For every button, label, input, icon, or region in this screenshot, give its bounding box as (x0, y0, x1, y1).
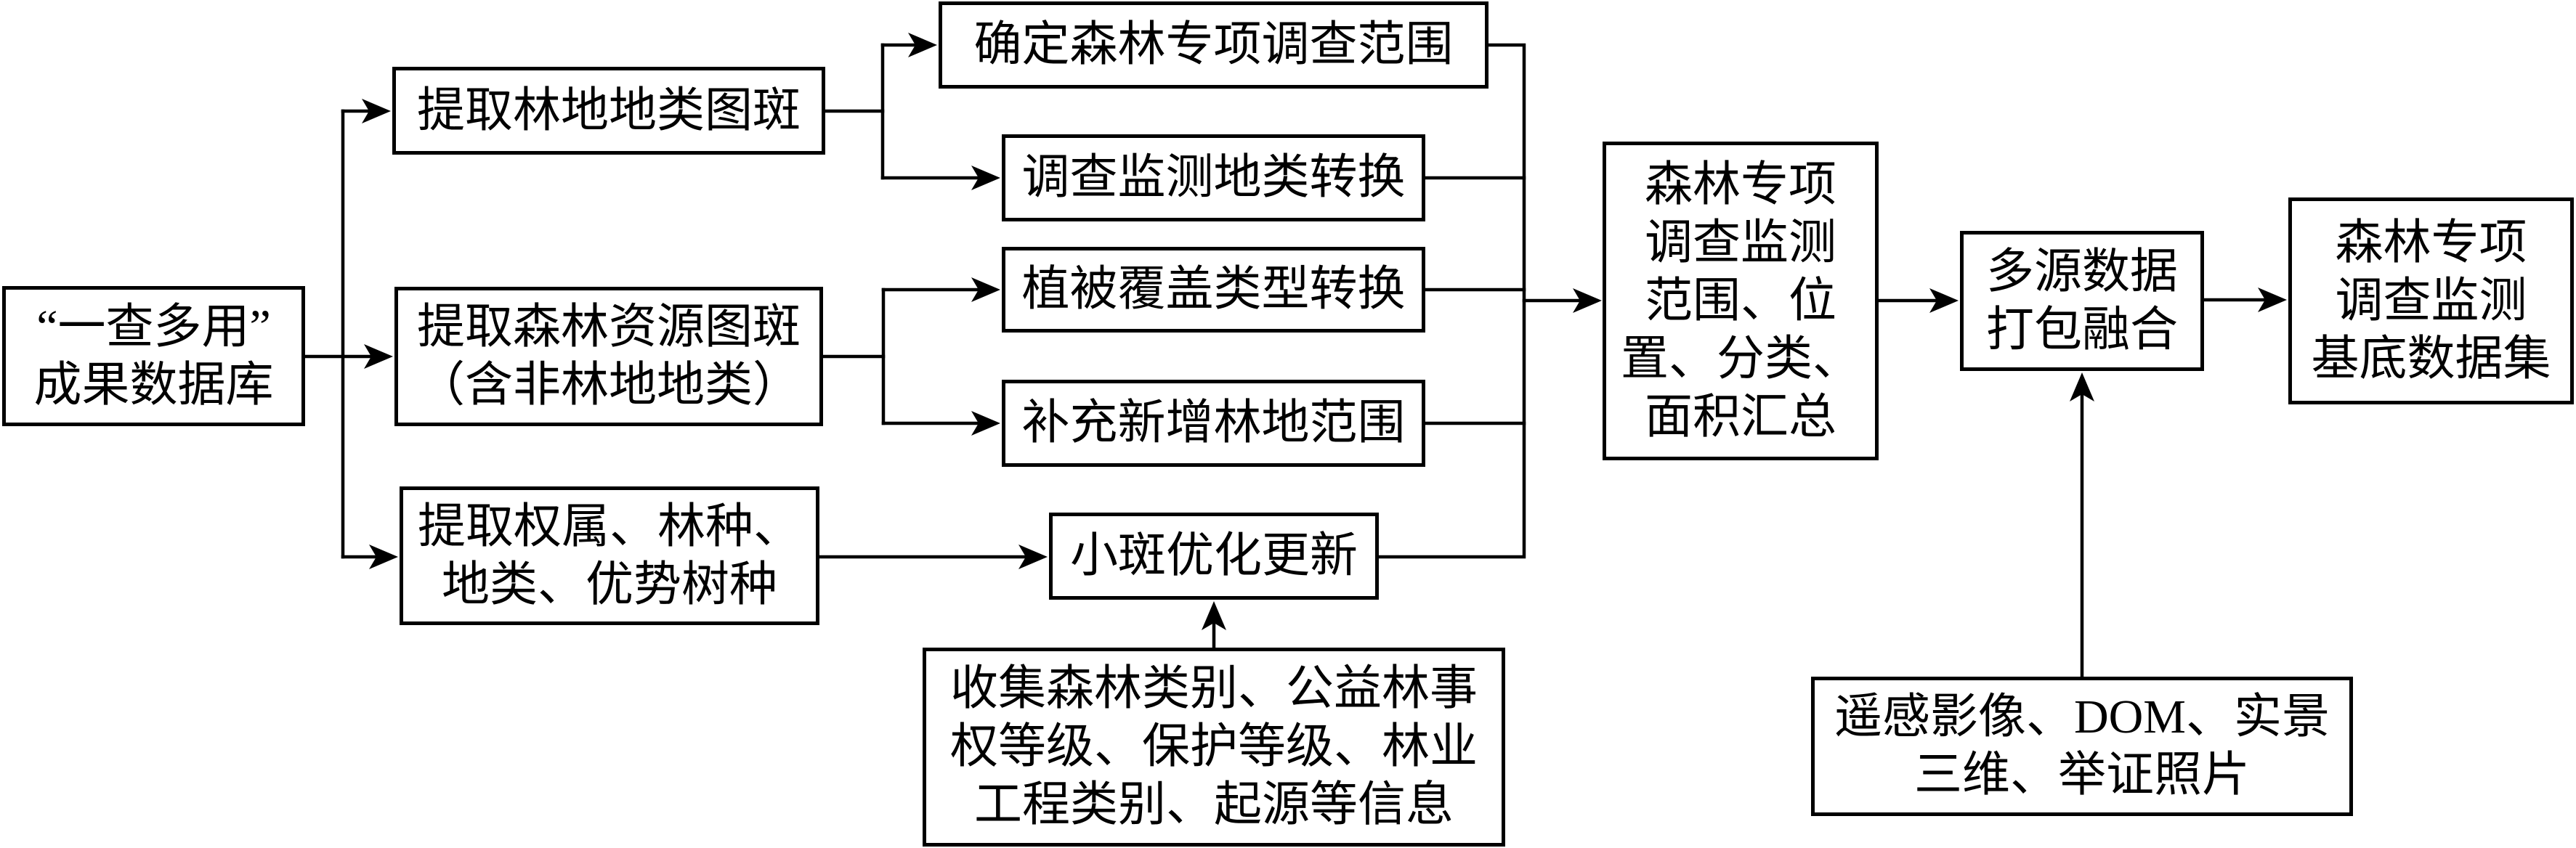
node-text-line: 提取权属、林种、 (418, 500, 801, 553)
arrowhead-right-icon (362, 99, 391, 123)
arrowhead-up-icon (1202, 601, 1226, 630)
arrowhead-right-icon (971, 166, 1000, 190)
node-text-line: 工程类别、起源等信息 (974, 778, 1454, 831)
node-text-line: 补充新增林地范围 (1021, 396, 1406, 449)
node-text-line: 调查监测地类转换 (1021, 151, 1406, 204)
node-landclass-conversion: 调查监测地类转换 (1002, 134, 1425, 221)
node-subcompartment-update: 小斑优化更新 (1049, 513, 1379, 600)
node-text-line: 权等级、保护等级、林业 (950, 720, 1478, 773)
arrowhead-right-icon (2258, 288, 2287, 312)
node-text-line: “一查多用” (36, 300, 271, 354)
node-text-line: 地类、优势树种 (442, 558, 777, 611)
arrowhead-up-icon (2070, 372, 2094, 401)
node-text-line: 成果数据库 (33, 358, 274, 412)
node-text-line: 森林专项 (1645, 158, 1836, 211)
node-vegetation-conversion: 植被覆盖类型转换 (1002, 247, 1425, 333)
arrowhead-right-icon (1018, 545, 1048, 569)
arrowhead-right-icon (971, 277, 1000, 302)
node-text-line: 森林专项 (2335, 216, 2527, 269)
arrowhead-right-icon (369, 545, 398, 569)
arrowhead-right-icon (908, 33, 937, 57)
node-text-line: 面积汇总 (1645, 390, 1836, 444)
node-text-line: 三维、举证照片 (1914, 749, 2250, 802)
arrowhead-right-icon (1929, 288, 1959, 313)
node-text-line: 提取林地地类图斑 (417, 83, 801, 137)
node-text-line: 小斑优化更新 (1070, 529, 1358, 582)
node-base-dataset: 森林专项 调查监测 基底数据集 (2288, 197, 2574, 404)
node-text-line: 打包融合 (1986, 303, 2178, 356)
node-text-line: 调查监测 (2335, 274, 2527, 327)
node-source-database: “一查多用” 成果数据库 (2, 286, 305, 426)
node-extract-forest-resource: 提取森林资源图斑 （含非林地地类） (394, 287, 823, 426)
node-text-line: 收集森林类别、公益林事 (950, 662, 1478, 715)
node-text-line: 范围、位 (1645, 274, 1836, 327)
node-text-line: 植被覆盖类型转换 (1021, 263, 1406, 316)
node-supplement-new-woodland: 补充新增林地范围 (1002, 380, 1425, 467)
node-text-line: 多源数据 (1986, 245, 2178, 298)
node-text-line: 确定森林专项调查范围 (973, 18, 1454, 71)
node-summary: 森林专项 调查监测 范围、位 置、分类、 面积汇总 (1603, 142, 1879, 460)
node-multisource-fusion: 多源数据 打包融合 (1960, 231, 2204, 371)
node-extract-woodland: 提取林地地类图斑 (392, 67, 825, 155)
node-imagery-sources: 遥感影像、DOM、实景 三维、举证照片 (1811, 677, 2353, 816)
node-determine-scope: 确定森林专项调查范围 (939, 1, 1489, 89)
arrowhead-right-icon (364, 344, 393, 369)
node-text-line: 基底数据集 (2311, 332, 2551, 386)
arrowhead-right-icon (971, 411, 1000, 436)
node-text-line: （含非林地地类） (417, 359, 801, 412)
arrowhead-right-icon (1573, 288, 1602, 313)
node-text-line: 遥感影像、DOM、实景 (1834, 690, 2330, 743)
node-text-line: 提取森林资源图斑 (417, 301, 801, 354)
node-text-line: 置、分类、 (1621, 332, 1860, 386)
node-text-line: 调查监测 (1645, 216, 1836, 269)
node-collect-info: 收集森林类别、公益林事 权等级、保护等级、林业 工程类别、起源等信息 (923, 648, 1505, 847)
node-extract-attributes: 提取权属、林种、 地类、优势树种 (400, 486, 819, 625)
